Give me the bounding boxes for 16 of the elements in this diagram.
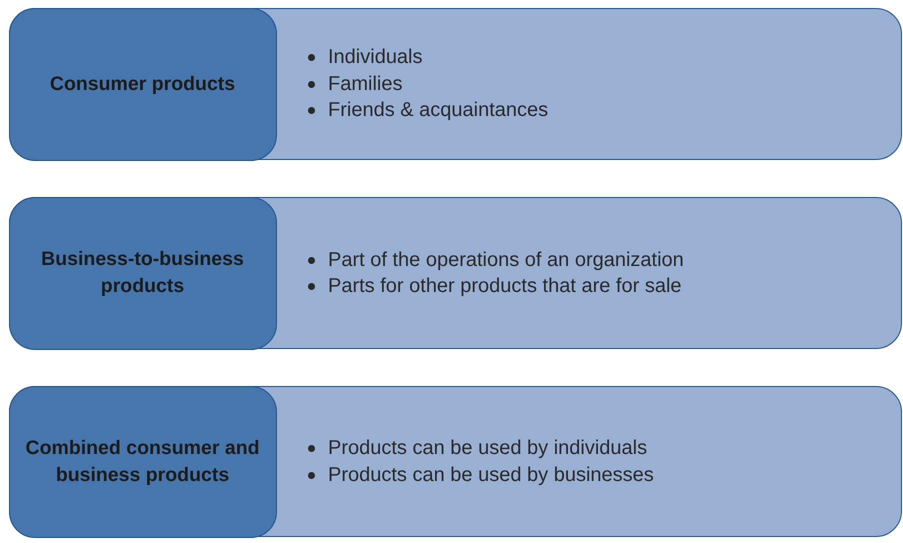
bullet-item: Families — [300, 70, 901, 98]
category-box — [9, 386, 902, 537]
heading-text: Consumer products — [50, 72, 236, 96]
heading-text: Combined consumer and business products — [24, 436, 261, 488]
bullet-item: Individuals — [300, 44, 901, 71]
bullet-item: Part of the operations of an organization — [300, 246, 901, 273]
bullet-item: Products can be used by businesses — [300, 462, 901, 488]
heading-box — [8, 386, 276, 538]
bullet-item: Friends & acquaintances — [300, 97, 901, 124]
category-box — [9, 8, 902, 160]
heading-text: Business-to-business products — [40, 247, 245, 299]
category-box — [9, 197, 902, 349]
bullet-item: Products can be used by individuals — [300, 435, 901, 462]
bullet-item: Parts for other products that are for sale — [300, 273, 901, 300]
heading-box — [8, 8, 276, 160]
heading-box — [8, 196, 276, 350]
